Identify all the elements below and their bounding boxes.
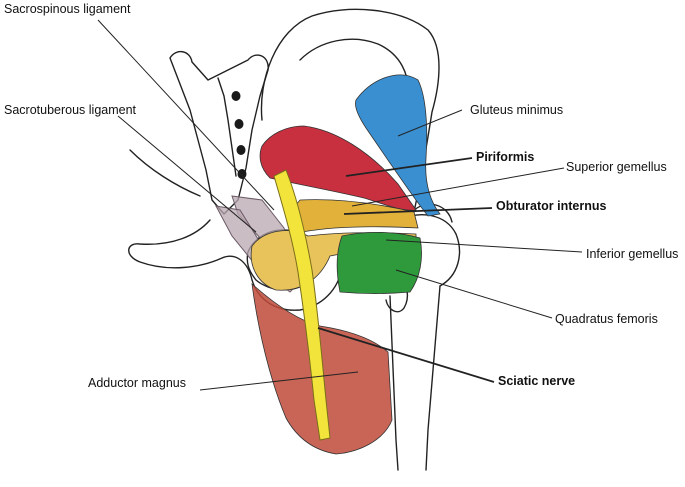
leader-obturator-internus	[343, 207, 493, 215]
label-inferior-gemellus: Inferior gemellus	[586, 247, 679, 261]
label-adductor-magnus: Adductor magnus	[88, 376, 186, 390]
label-sacrotuberous-ligament: Sacrotuberous ligament	[4, 103, 137, 117]
quadratus-femoris-shape	[336, 231, 422, 294]
pubic-ramus	[129, 149, 201, 197]
sciatic-nerve-shape	[273, 169, 331, 441]
leader-superior-gemellus	[351, 167, 565, 207]
leader-quadratus-femoris	[395, 269, 553, 319]
leader-inferior-gemellus	[385, 239, 583, 253]
label-piriformis: Piriformis	[476, 150, 535, 164]
leader-sacrotuberous	[117, 115, 257, 233]
femur-shaft-right	[425, 285, 441, 471]
leader-sciatic-nerve	[317, 327, 495, 383]
leader-gluteus-minimus	[397, 109, 463, 137]
muscles	[250, 74, 441, 455]
ischial-outline	[128, 219, 343, 311]
label-obturator-internus: Obturator internus	[496, 199, 607, 213]
femur-shaft-left	[389, 295, 399, 471]
femur-head	[399, 214, 461, 287]
label-sacrospinous-ligament: Sacrospinous ligament	[4, 2, 131, 16]
label-superior-gemellus: Superior gemellus	[566, 160, 667, 174]
label-sciatic-nerve: Sciatic nerve	[498, 374, 576, 388]
label-quadratus-femoris: Quadratus femoris	[555, 312, 658, 326]
leader-piriformis	[345, 157, 473, 177]
gluteus-minimus-shape	[355, 74, 441, 217]
label-gluteus-minimus: Gluteus minimus	[470, 103, 564, 117]
sacrum-crest	[217, 77, 237, 177]
leader-sacrospinous	[97, 19, 275, 211]
leader-lines	[97, 19, 583, 391]
leader-adductor-magnus	[199, 371, 359, 391]
sacral-foramina	[231, 91, 247, 179]
